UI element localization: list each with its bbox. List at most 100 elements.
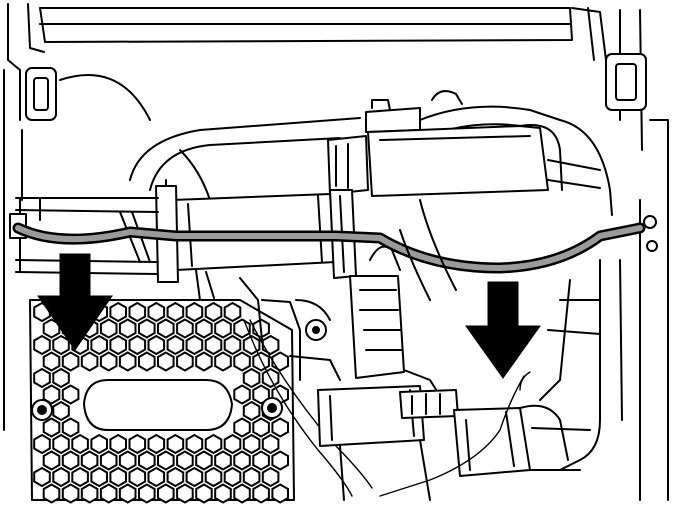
hex-cell xyxy=(185,433,204,455)
hex-cells xyxy=(33,301,289,504)
hex-cell xyxy=(176,450,194,471)
hex-cell xyxy=(204,301,223,323)
hex-cell xyxy=(61,384,80,405)
hex-cell xyxy=(166,301,185,323)
hex-cell xyxy=(223,466,242,488)
hex-cell xyxy=(42,351,61,372)
hex-cell xyxy=(185,301,204,323)
hex-cell xyxy=(61,351,80,372)
hex-cell xyxy=(195,351,213,372)
hex-cell xyxy=(52,433,70,455)
hex-cell xyxy=(157,318,175,339)
hex-cell xyxy=(214,351,232,372)
hex-cell xyxy=(242,367,261,389)
hex-cell xyxy=(214,318,232,339)
right-trim xyxy=(559,53,669,501)
hex-cell xyxy=(99,351,118,372)
hex-cell xyxy=(71,433,89,455)
hex-cell xyxy=(128,334,147,356)
hex-cell xyxy=(138,483,156,504)
hex-cell xyxy=(185,466,204,488)
hex-cell xyxy=(271,483,289,504)
hex-cell xyxy=(42,318,61,339)
hex-cell xyxy=(166,433,185,455)
hex-cell xyxy=(204,334,223,356)
hex-cell xyxy=(195,318,213,339)
hex-cell xyxy=(80,351,99,372)
hex-cell xyxy=(99,450,118,471)
hex-cell xyxy=(33,466,51,488)
hex-cell xyxy=(271,351,289,372)
left-bracket xyxy=(9,197,159,275)
hex-cell xyxy=(176,318,194,339)
hex-cell xyxy=(118,351,137,372)
highlighted-cable xyxy=(12,222,646,274)
hex-cell xyxy=(233,417,251,438)
hex-cell xyxy=(233,384,251,405)
left-screw xyxy=(31,399,53,421)
hex-cell xyxy=(195,483,213,504)
top-frame xyxy=(7,3,643,151)
hex-cell xyxy=(223,433,242,455)
hex-grille-panel xyxy=(29,299,295,504)
hex-cell xyxy=(223,334,242,356)
hex-cell xyxy=(99,318,118,339)
hex-cell xyxy=(214,483,232,504)
hex-cell xyxy=(90,433,108,455)
hex-cell xyxy=(185,334,204,356)
hex-cell xyxy=(61,450,80,471)
hex-cell xyxy=(109,334,127,356)
left-trim xyxy=(3,67,151,431)
hex-cell xyxy=(61,417,80,438)
grille-oval-opening xyxy=(83,379,233,431)
hex-cell xyxy=(271,450,289,471)
hex-cell xyxy=(261,433,280,455)
hex-cell xyxy=(138,351,156,372)
hex-cell xyxy=(118,318,137,339)
hex-cell xyxy=(80,450,99,471)
hex-cell xyxy=(128,433,147,455)
hex-cell xyxy=(33,334,51,356)
hex-cell xyxy=(128,466,147,488)
upper-actuator xyxy=(327,90,601,197)
hex-cell xyxy=(61,483,80,504)
hex-cell xyxy=(42,417,61,438)
hex-cell xyxy=(157,450,175,471)
hex-cell xyxy=(233,450,251,471)
hex-cell xyxy=(42,450,61,471)
motor-connector xyxy=(399,389,459,419)
down-arrow-left-icon xyxy=(37,253,113,351)
hex-cell xyxy=(118,483,137,504)
hex-cell xyxy=(99,483,118,504)
hex-cell xyxy=(252,483,270,504)
hex-cell xyxy=(166,466,185,488)
hex-cell xyxy=(271,417,289,438)
hex-cell xyxy=(157,483,175,504)
hex-cell xyxy=(80,483,99,504)
hex-cell xyxy=(242,433,261,455)
hex-cell xyxy=(118,450,137,471)
hex-cell xyxy=(214,450,232,471)
hex-cell xyxy=(233,483,251,504)
hex-cell xyxy=(33,433,51,455)
hex-cell xyxy=(252,417,270,438)
hex-cell xyxy=(90,334,108,356)
motor-body-right xyxy=(453,407,531,477)
hex-cell xyxy=(195,450,213,471)
right-clip xyxy=(605,53,647,111)
hex-cell xyxy=(157,351,175,372)
hex-cell xyxy=(242,466,261,488)
hex-cell xyxy=(109,466,127,488)
hex-cell xyxy=(147,433,166,455)
hex-cell xyxy=(147,334,166,356)
hex-cell xyxy=(138,450,156,471)
hex-cell xyxy=(242,400,261,422)
right-screw xyxy=(261,397,283,419)
hex-cell xyxy=(71,466,89,488)
hex-cell xyxy=(166,334,185,356)
hex-cell xyxy=(252,450,270,471)
hex-cell xyxy=(147,301,166,323)
hex-cell xyxy=(138,318,156,339)
